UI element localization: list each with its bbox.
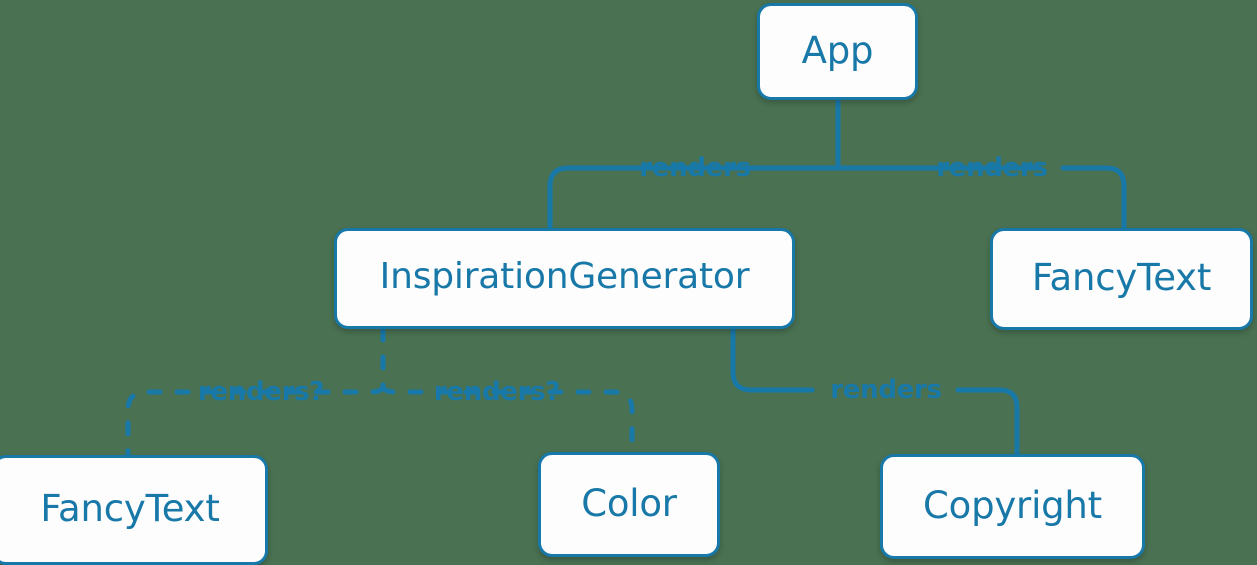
edge-inspiration-generator-to-copyright-tail (955, 387, 1020, 459)
edge-label-app-to-fancytext-right: renders (936, 153, 1048, 183)
edge-inspiration-generator-to-fancytext-left (125, 385, 386, 458)
node-fancytext-right[interactable]: FancyText (990, 228, 1253, 330)
node-app[interactable]: App (757, 3, 918, 100)
edge-label-inspiration-generator-to-color: renders? (433, 377, 561, 407)
node-inspiration-generator-label: InspirationGenerator (379, 256, 750, 297)
node-color-label: Color (581, 481, 677, 525)
edge-app-to-inspiration-generator-corner (547, 165, 755, 233)
edge-label-inspiration-generator-to-copyright: renders (830, 375, 942, 405)
node-inspiration-generator[interactable]: InspirationGenerator (334, 228, 795, 329)
node-color[interactable]: Color (538, 452, 720, 557)
node-copyright[interactable]: Copyright (880, 454, 1145, 559)
node-fancytext-left-label: FancyText (40, 487, 220, 530)
edge-label-app-to-inspiration-generator: renders (639, 153, 751, 183)
edge-inspiration-generator-to-copyright (730, 326, 815, 393)
node-fancytext-right-label: FancyText (1031, 256, 1212, 299)
node-app-label: App (801, 28, 874, 72)
edge-inspiration-generator-to-color (380, 385, 635, 455)
edge-app-to-fancytext-right-corner (1060, 165, 1127, 233)
node-fancytext-left[interactable]: FancyText (0, 455, 268, 565)
edge-label-inspiration-generator-to-fancytext-left: renders? (197, 377, 325, 407)
node-copyright-label: Copyright (923, 483, 1102, 527)
